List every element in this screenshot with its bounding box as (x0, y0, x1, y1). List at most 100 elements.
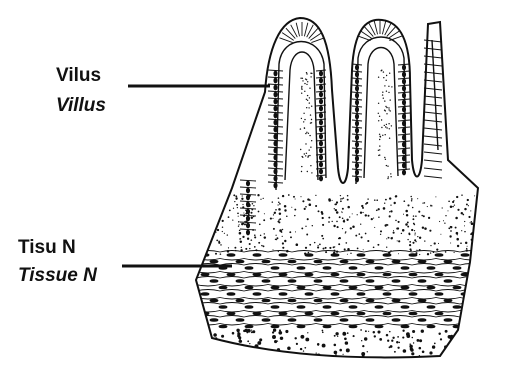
cell-wall (309, 28, 318, 38)
cell-nucleus (402, 114, 405, 119)
stipple-dot (215, 232, 216, 233)
muscle-nucleus (236, 260, 244, 263)
stipple-dot (461, 230, 462, 231)
stipple-dot (337, 226, 339, 228)
stipple-dot (395, 196, 397, 198)
stipple-dot (309, 203, 312, 206)
serosa-dot (316, 352, 317, 353)
serosa-dot (214, 352, 218, 356)
cell-nucleus (319, 176, 322, 181)
stipple-dot (242, 236, 244, 238)
muscle-nucleus (453, 267, 461, 270)
muscle-nucleus (366, 299, 374, 302)
stipple-dot (278, 197, 280, 199)
serosa-dot (459, 342, 462, 345)
serosa-dot (257, 354, 261, 358)
serosa-dot (210, 354, 212, 356)
serosa-dot (251, 351, 254, 354)
stipple-dot (474, 195, 475, 196)
muscle-nucleus (323, 306, 331, 309)
serosa-dot (392, 337, 394, 339)
stipple-dot (357, 248, 359, 250)
muscle-nucleus (297, 325, 305, 328)
serosa-dot (403, 349, 407, 353)
stipple-dot (350, 227, 352, 229)
stipple-dot (215, 219, 217, 221)
stipple-dot (471, 222, 474, 225)
stipple-dot (349, 216, 350, 217)
stipple-dot (379, 145, 380, 146)
muscle-fiber (196, 251, 484, 253)
stipple-dot (322, 238, 324, 240)
stipple-dot (278, 208, 281, 211)
stipple-dot (387, 178, 388, 179)
stipple-dot (344, 248, 346, 250)
serosa-dot (463, 335, 465, 337)
muscle-nucleus (444, 319, 452, 322)
serosa-dot (402, 337, 404, 339)
muscle-nucleus (435, 293, 443, 296)
cell-wall (286, 28, 295, 38)
stipple-dot (378, 113, 379, 114)
stipple-dot (368, 215, 370, 217)
serosa-dot (238, 334, 240, 336)
serosa-dot (303, 350, 304, 351)
stipple-dot (383, 71, 384, 72)
stipple-dot (456, 232, 459, 235)
stipple-dot (387, 166, 388, 167)
stipple-dot (263, 219, 265, 221)
stipple-dot (309, 102, 310, 103)
stipple-dot (305, 206, 307, 208)
stipple-dot (245, 213, 247, 215)
stipple-dot (342, 208, 344, 210)
stipple-dot (282, 195, 284, 197)
muscle-nucleus (375, 286, 383, 289)
stipple-dot (429, 230, 431, 232)
muscle-nucleus (323, 267, 331, 270)
stipple-dot (386, 127, 387, 128)
stipple-dot (278, 221, 280, 223)
muscle-fiber (196, 272, 484, 274)
stipple-dot (379, 134, 380, 135)
serosa-dot (322, 344, 326, 348)
cell-wall (307, 25, 314, 37)
stipple-dot (304, 208, 306, 210)
cell-wall (424, 80, 442, 82)
label-villus: Villus (56, 96, 106, 115)
stipple-dot (454, 204, 455, 205)
stipple-dot (448, 227, 450, 229)
stipple-dot (219, 205, 220, 206)
label-tissue-n: Tissue N (18, 266, 97, 285)
stipple-dot (249, 248, 250, 249)
stipple-dot (415, 232, 416, 233)
muscle-nucleus (279, 273, 287, 276)
stipple-dot (272, 218, 273, 219)
stipple-dot (340, 195, 341, 196)
stipple-dot (373, 218, 374, 219)
stipple-dot (293, 196, 295, 198)
serosa-dot (434, 343, 436, 345)
stipple-dot (449, 235, 451, 237)
stipple-dot (389, 73, 390, 74)
stipple-dot (302, 157, 303, 158)
villus-right-partial (432, 40, 438, 150)
stipple-dot (304, 91, 305, 92)
stipple-dot (464, 225, 465, 226)
stipple-dot (228, 247, 229, 248)
stipple-dot (395, 220, 397, 222)
stipple-dot (440, 234, 441, 235)
stipple-dot (406, 214, 408, 216)
stipple-dot (382, 92, 383, 93)
cell-nucleus (274, 155, 277, 160)
serosa-dot (249, 343, 250, 344)
stipple-dot (272, 201, 273, 202)
stipple-dot (388, 86, 389, 87)
serosa-dot (279, 329, 281, 331)
muscle-nucleus (279, 293, 287, 296)
stipple-dot (253, 216, 254, 217)
stipple-dot (308, 252, 310, 254)
muscle-nucleus (349, 325, 357, 328)
stipple-dot (358, 233, 360, 235)
muscle-nucleus (435, 312, 443, 315)
cell-nucleus (355, 149, 358, 154)
